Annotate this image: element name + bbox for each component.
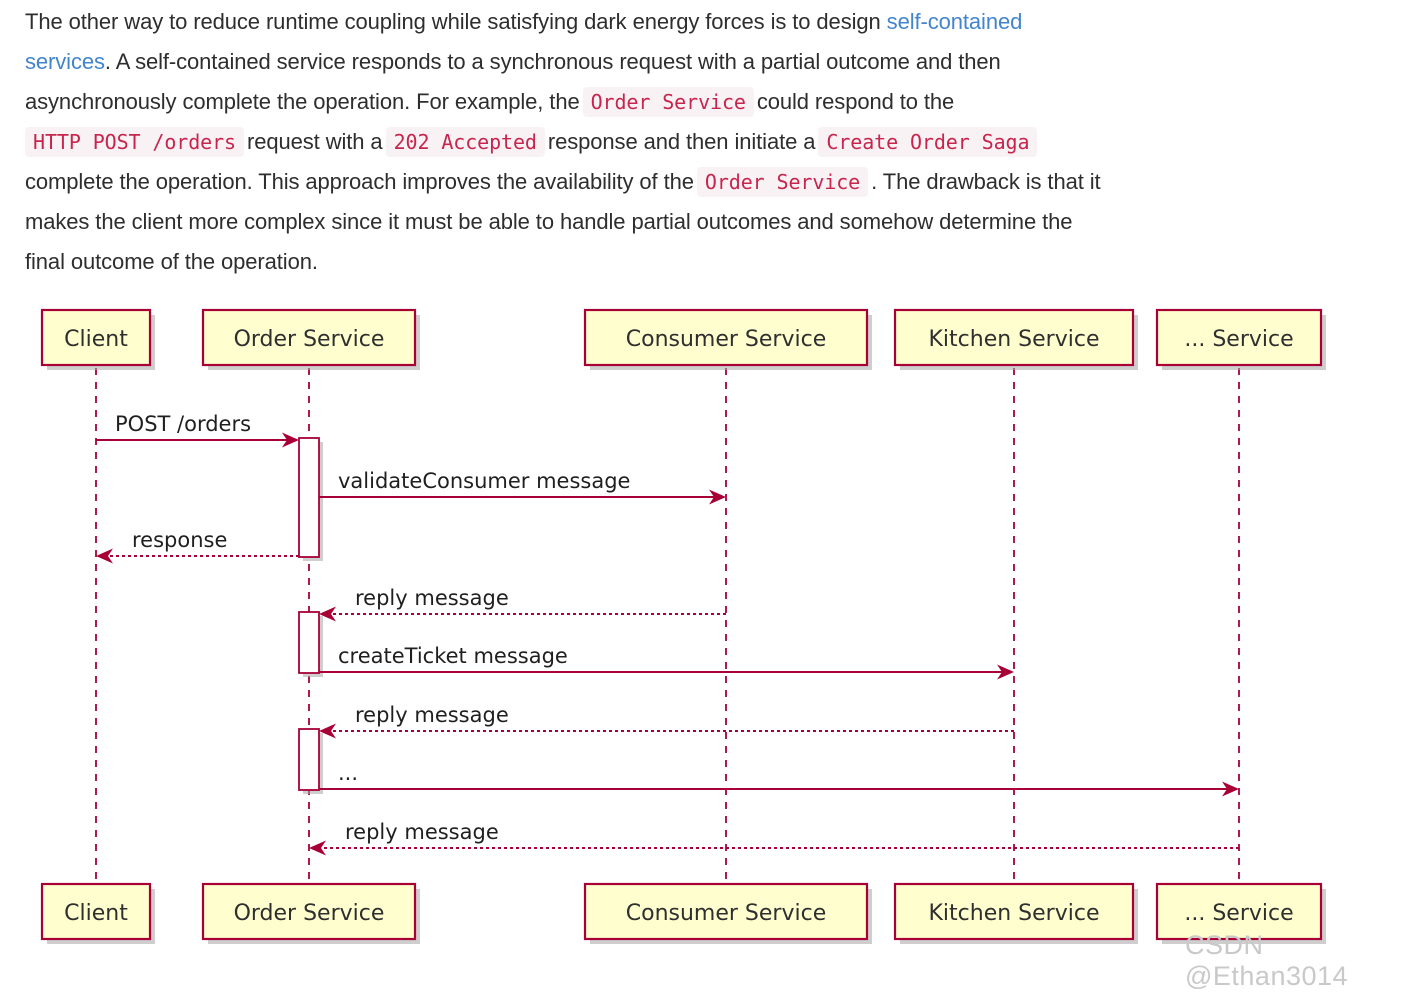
paragraph-line: complete the operation. This approach im… — [25, 162, 1425, 202]
message-label: POST /orders — [115, 412, 251, 436]
participant-label: Order Service — [234, 901, 385, 926]
message-arrowhead — [709, 489, 726, 505]
paragraph-text: . The drawback is that it — [871, 169, 1101, 194]
message-arrowhead — [96, 548, 113, 564]
paragraph-text: request with a — [247, 129, 383, 154]
participant-box-top — [1155, 308, 1323, 367]
activation-bar — [298, 728, 320, 791]
participant-box-top — [893, 308, 1135, 367]
activation-bar — [298, 611, 320, 674]
message-label: reply message — [345, 820, 499, 844]
paragraph-line: services. A self-contained service respo… — [25, 42, 1425, 82]
paragraph-text: complete the operation. This approach im… — [25, 169, 694, 194]
participant-label: Client — [64, 901, 128, 926]
paragraph-line: makes the client more complex since it m… — [25, 202, 1425, 242]
participant-label: Kitchen Service — [929, 901, 1100, 926]
paragraph-text: asynchronously complete the operation. F… — [25, 89, 580, 114]
message-arrowhead — [997, 664, 1014, 680]
participant-label: Consumer Service — [626, 327, 826, 352]
paragraph-text: The other way to reduce runtime coupling… — [25, 9, 887, 34]
paragraph-text: final outcome of the operation. — [25, 249, 318, 274]
message-label: validateConsumer message — [338, 469, 630, 493]
participant-label: ... Service — [1184, 327, 1293, 352]
inline-code-create-order-saga: Create Order Saga — [818, 127, 1038, 157]
participant-box-top — [40, 308, 152, 367]
inline-code-order-service: Order Service — [582, 87, 754, 117]
participant-box-bottom — [583, 882, 869, 941]
message-arrowhead — [319, 606, 336, 622]
participant-label: Kitchen Service — [929, 327, 1100, 352]
message-arrowhead — [282, 432, 299, 448]
message-arrowhead — [309, 840, 326, 856]
paragraph-line: final outcome of the operation. — [25, 242, 1425, 282]
participant-label: ... Service — [1184, 901, 1293, 926]
watermark: CSDN @Ethan3014 — [1185, 930, 1349, 991]
participant-box-top — [201, 308, 417, 367]
activation-bar — [298, 437, 320, 558]
paragraph-text: response and then initiate a — [547, 129, 816, 154]
participant-box-bottom — [893, 882, 1135, 941]
participant-box-top — [583, 308, 869, 367]
intro-paragraph: The other way to reduce runtime coupling… — [25, 2, 1425, 282]
participant-label: Consumer Service — [626, 901, 826, 926]
self-contained-services-link[interactable]: self-contained — [886, 9, 1023, 34]
paragraph-text: makes the client more complex since it m… — [25, 209, 1073, 234]
participant-label: Client — [64, 327, 128, 352]
message-label: reply message — [355, 586, 509, 610]
message-label: response — [132, 528, 227, 552]
message-arrowhead — [1222, 781, 1239, 797]
message-label: ... — [338, 761, 358, 785]
inline-code-202-accepted: 202 Accepted — [385, 127, 545, 157]
participant-box-bottom — [201, 882, 417, 941]
participant-box-bottom — [1155, 882, 1323, 941]
message-arrowhead — [319, 723, 336, 739]
participant-label: Order Service — [234, 327, 385, 352]
paragraph-line: The other way to reduce runtime coupling… — [25, 2, 1425, 42]
inline-code-http-post: HTTP POST /orders — [25, 127, 244, 157]
inline-code-order-service: Order Service — [696, 167, 869, 197]
paragraph-text: could respond to the — [756, 89, 955, 114]
message-label: createTicket message — [338, 644, 568, 668]
self-contained-services-link[interactable]: services — [25, 49, 105, 74]
paragraph-text: . A self-contained service responds to a… — [104, 49, 1001, 74]
message-label: reply message — [355, 703, 509, 727]
participant-box-bottom — [40, 882, 152, 941]
paragraph-line: asynchronously complete the operation. F… — [25, 82, 1425, 122]
